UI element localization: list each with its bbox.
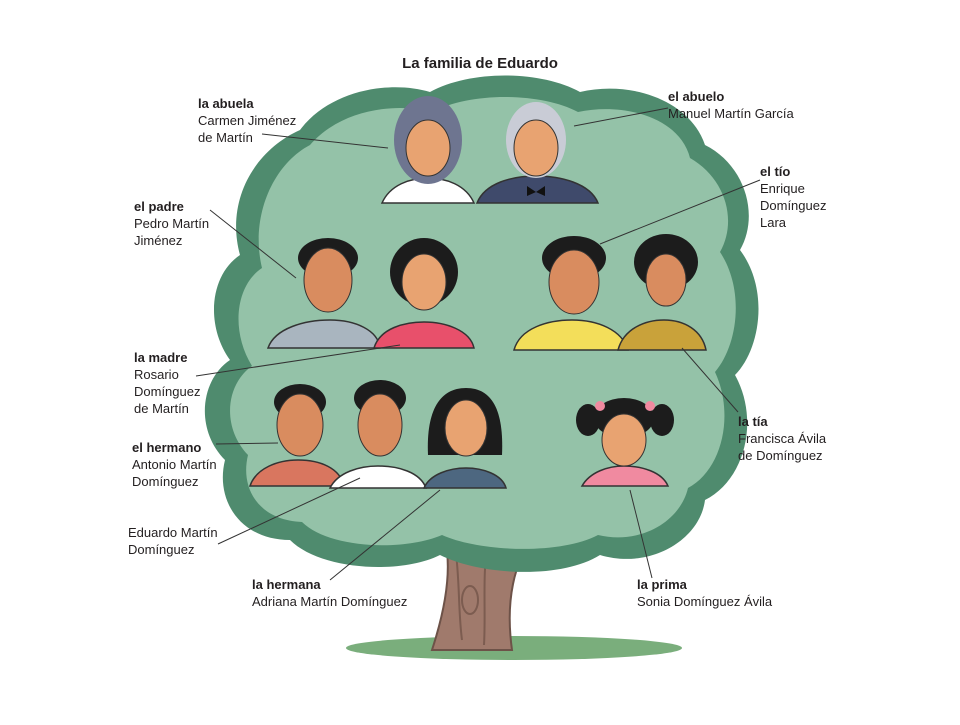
brother-figure [248, 384, 345, 487]
name-eduardo-line1: Eduardo Martín [128, 525, 218, 540]
label-tia: la tía Francisca Ávila de Domínguez [738, 413, 826, 464]
name-hermana-line1: Adriana Martín Domínguez [252, 594, 408, 609]
name-abuela-line1: Carmen Jiménez [198, 113, 297, 128]
label-hermano: el hermano Antonio Martín Domínguez [132, 439, 217, 490]
grandmother-figure [380, 96, 476, 204]
name-padre-line1: Pedro Martín [134, 216, 210, 231]
eduardo-figure [328, 380, 428, 489]
grandfather-figure [475, 102, 600, 204]
role-tia: la tía [738, 414, 768, 429]
name-madre-line2: Domínguez [134, 384, 201, 399]
name-tio-line2: Domínguez [760, 198, 827, 213]
role-abuelo: el abuelo [668, 89, 725, 104]
name-tia-line1: Francisca Ávila [738, 431, 827, 446]
label-tio: el tío Enrique Domínguez Lara [760, 163, 826, 231]
name-abuelo-line1: Manuel Martín García [668, 106, 794, 121]
name-madre-line1: Rosario [134, 367, 179, 382]
name-prima-line1: Sonia Domínguez Ávila [637, 594, 773, 609]
role-madre: la madre [134, 350, 188, 365]
name-madre-line3: de Martín [134, 401, 189, 416]
label-abuelo: el abuelo Manuel Martín García [668, 88, 794, 122]
label-eduardo: Eduardo Martín Domínguez [128, 524, 218, 558]
uncle-figure [513, 236, 630, 351]
label-prima: la prima Sonia Domínguez Ávila [637, 576, 772, 610]
label-abuela: la abuela Carmen Jiménez de Martín [198, 95, 296, 146]
aunt-figure [617, 234, 707, 351]
name-abuela-line2: de Martín [198, 130, 253, 145]
role-tio: el tío [760, 164, 791, 179]
grass [346, 636, 682, 660]
name-hermano-line1: Antonio Martín [132, 457, 217, 472]
name-hermano-line2: Domínguez [132, 474, 199, 489]
leader-lines [195, 107, 761, 581]
role-prima: la prima [637, 577, 687, 592]
role-hermana: la hermana [252, 577, 321, 592]
name-tio-line1: Enrique [760, 181, 805, 196]
name-eduardo-line2: Domínguez [128, 542, 195, 557]
sister-figure [422, 388, 507, 489]
name-tia-line2: de Domínguez [738, 448, 823, 463]
cousin-figure [576, 398, 674, 487]
role-abuela: la abuela [198, 96, 254, 111]
page-title: La familia de Eduardo [402, 55, 558, 72]
name-padre-line2: Jiménez [134, 233, 183, 248]
name-tio-line3: Lara [760, 215, 787, 230]
label-padre: el padre Pedro Martín Jiménez [134, 198, 209, 249]
role-hermano: el hermano [132, 440, 202, 455]
label-madre: la madre Rosario Domínguez de Martín [134, 349, 200, 417]
label-hermana: la hermana Adriana Martín Domínguez [252, 576, 407, 610]
mother-figure [372, 238, 475, 349]
role-padre: el padre [134, 199, 184, 214]
father-figure [266, 238, 381, 349]
